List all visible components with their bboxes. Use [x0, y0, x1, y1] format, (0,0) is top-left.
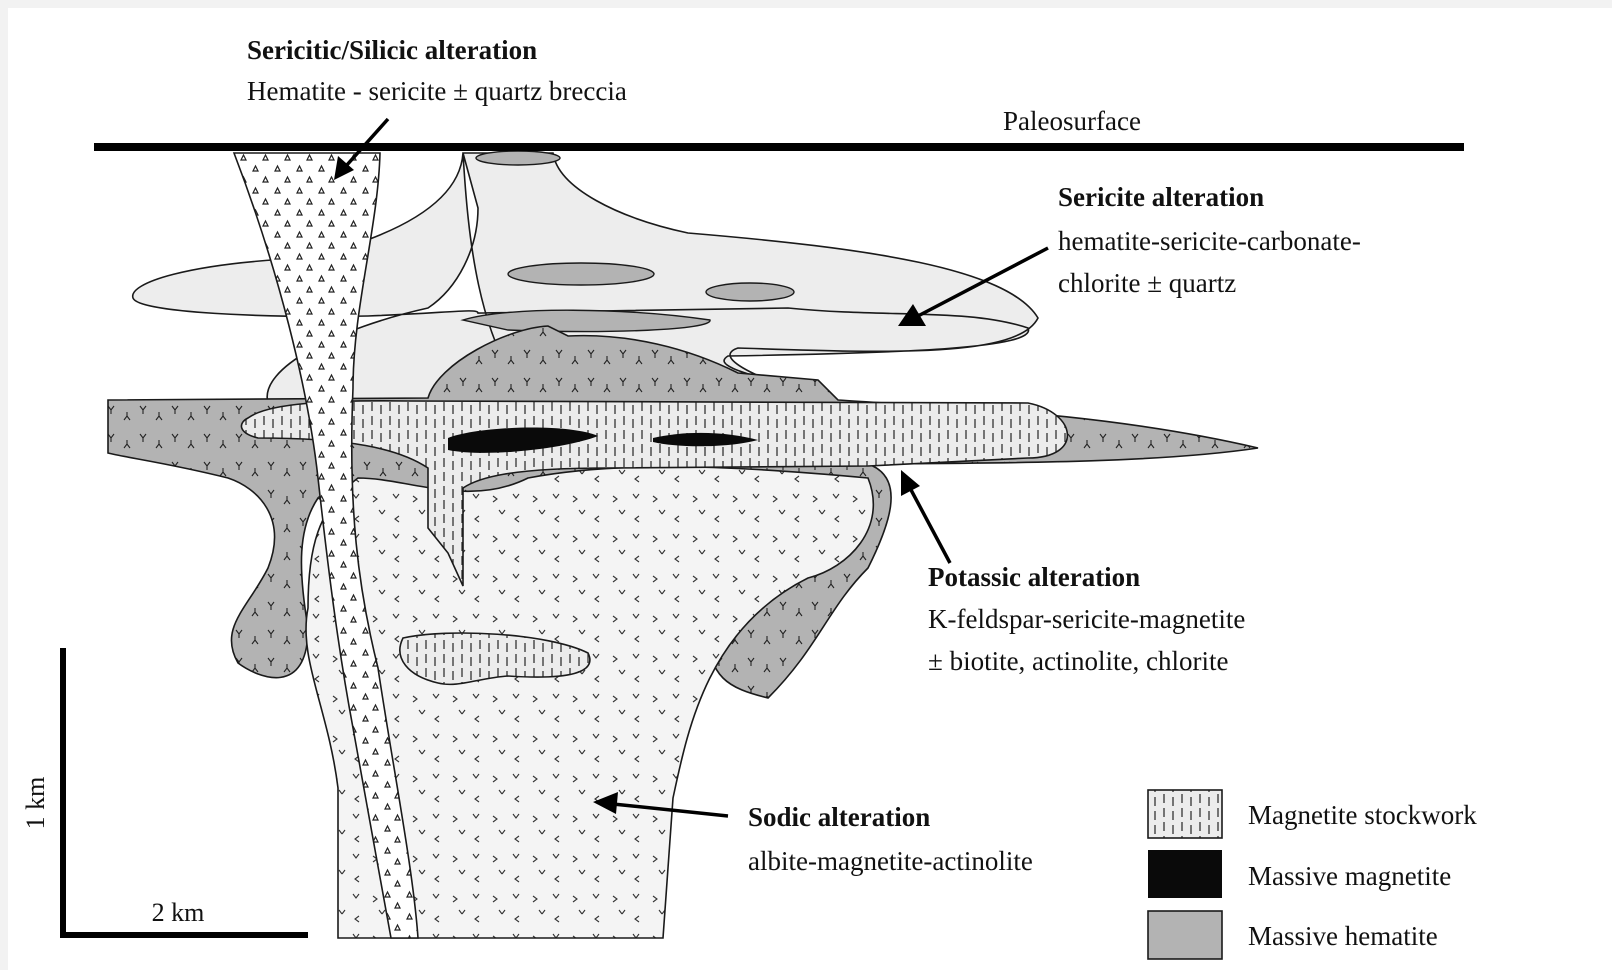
potassic-desc-1: K-feldspar-sericite-magnetite [928, 604, 1245, 634]
sodic-title: Sodic alteration [748, 802, 930, 832]
sericitic-desc: Hematite - sericite ± quartz breccia [247, 76, 627, 106]
scale-bar: 1 km 2 km [21, 648, 308, 935]
scale-vertical-label: 1 km [21, 777, 50, 830]
legend-swatch-stockwork [1148, 790, 1222, 838]
hematite-lens-1 [508, 263, 654, 285]
scale-horizontal-label: 2 km [152, 898, 205, 927]
legend-label-massive-magnetite: Massive magnetite [1248, 861, 1451, 891]
sericite-title: Sericite alteration [1058, 182, 1264, 212]
legend-swatch-massive-magnetite [1148, 850, 1222, 898]
diagram-canvas: 1 km 2 km Sericitic/Silicic alteration H… [8, 8, 1612, 970]
hematite-lens-top [476, 151, 560, 165]
potassic-desc-2: ± biotite, actinolite, chlorite [928, 646, 1228, 676]
legend-swatch-massive-hematite [1148, 911, 1222, 959]
sericite-desc-1: hematite-sericite-carbonate- [1058, 226, 1361, 256]
legend-label-stockwork: Magnetite stockwork [1248, 800, 1477, 830]
sericite-desc-2: chlorite ± quartz [1058, 268, 1236, 298]
sericitic-title: Sericitic/Silicic alteration [247, 35, 537, 65]
potassic-title: Potassic alteration [928, 562, 1140, 592]
alteration-diagram: 1 km 2 km Sericitic/Silicic alteration H… [8, 8, 1612, 970]
arrow-potassic [901, 470, 950, 563]
paleosurface-label: Paleosurface [1003, 106, 1141, 136]
hematite-lens-2 [706, 283, 794, 301]
sodic-desc: albite-magnetite-actinolite [748, 846, 1033, 876]
legend: Magnetite stockwork Massive magnetite Ma… [1148, 790, 1477, 959]
legend-label-massive-hematite: Massive hematite [1248, 921, 1438, 951]
